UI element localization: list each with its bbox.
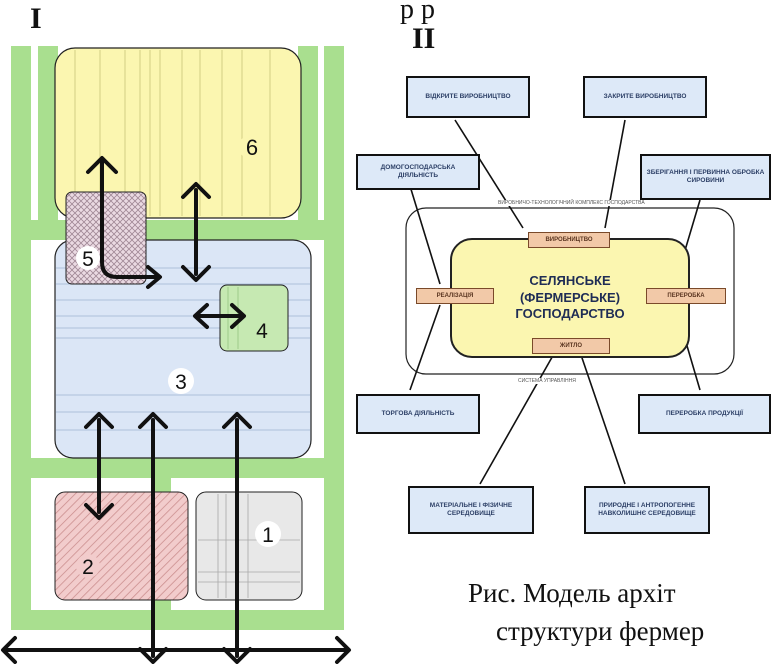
box-trade-activity: ТОРГОВА ДІЯЛЬНІСТЬ xyxy=(356,394,480,434)
farm-structure-diagram: ВІДКРИТЕ ВИРОБНИЦТВО ЗАКРИТЕ ВИРОБНИЦТВО… xyxy=(340,60,771,560)
caption-line-1: Рис. Модель архіт xyxy=(468,578,676,608)
zone-4-number: 4 xyxy=(256,320,268,343)
arrowhead-up xyxy=(86,156,118,174)
zone-6-number: 6 xyxy=(246,135,258,160)
tag-processing: ПЕРЕРОБКА xyxy=(646,288,726,304)
tag-production: ВИРОБНИЦТВО xyxy=(528,232,610,248)
arrowhead-down xyxy=(138,647,168,664)
arrowhead-right xyxy=(146,265,162,289)
arrowhead-left xyxy=(193,303,209,329)
tag-housing: ЖИТЛО xyxy=(532,338,610,354)
arrowhead-up xyxy=(84,412,114,429)
box-household-activity: ДОМОГОСПОДАРСЬКА ДІЯЛЬНІСТЬ xyxy=(356,154,480,190)
arrow-zone6-to-zone3 xyxy=(100,160,160,279)
arrowhead-left xyxy=(1,636,17,664)
cut-off-heading: р р xyxy=(400,0,435,25)
zone-4-marker: 4 xyxy=(250,318,274,343)
arrowhead-up xyxy=(181,182,211,199)
figure-caption: Рис. Модель архіт структури фермер xyxy=(468,574,771,650)
arrowhead-up xyxy=(138,412,168,429)
box-open-production: ВІДКРИТЕ ВИРОБНИЦТВО xyxy=(406,76,530,118)
ring-label-bottom: СИСТЕМА УПРАВЛІННЯ xyxy=(516,378,578,384)
outer-ring xyxy=(405,207,735,375)
arrowhead-down xyxy=(222,647,252,664)
box-storage-processing: ЗБЕРІГАННЯ І ПЕРВИННА ОБРОБКА СИРОВИНИ xyxy=(640,154,771,200)
zone-2-marker: 2 xyxy=(76,554,100,579)
zone-3-number: 3 xyxy=(175,371,187,394)
section-label-1: I xyxy=(30,2,42,35)
box-material-environment: МАТЕРІАЛЬНЕ І ФІЗИЧНЕ СЕРЕДОВИЩЕ xyxy=(408,486,534,534)
center-farm-title: СЕЛЯНСЬКЕ (ФЕРМЕРСЬКЕ) ГОСПОДАРСТВО xyxy=(515,272,625,322)
arrowhead-right xyxy=(335,636,351,664)
connector-lines xyxy=(405,119,735,485)
zone-5-number: 5 xyxy=(82,248,94,271)
box-product-processing: ПЕРЕРОБКА ПРОДУКЦІЇ xyxy=(638,394,771,434)
ring-label-top: ВИРОБНИЧО-ТЕХНОЛОГІЧНИЙ КОМПЛЕКС ГОСПОДА… xyxy=(496,200,647,206)
zone-1-number: 1 xyxy=(262,524,274,547)
zoning-plan-svg: 6 5 4 3 2 1 xyxy=(1,46,351,664)
box-natural-environment: ПРИРОДНЕ І АНТРОПОГЕННЕ НАВКОЛИШНЄ СЕРЕД… xyxy=(584,486,710,534)
zone-2-number: 2 xyxy=(82,556,94,579)
zone-2 xyxy=(54,491,189,601)
zone-5-marker: 5 xyxy=(76,246,100,271)
caption-line-2: структури фермер xyxy=(496,616,705,646)
zone-1-marker: 1 xyxy=(255,521,281,547)
zone-6-marker: 6 xyxy=(239,134,265,160)
section-label-2: II xyxy=(412,22,436,55)
flow-arrows xyxy=(1,156,351,664)
arrowhead-down xyxy=(181,265,211,282)
tag-sales: РЕАЛІЗАЦІЯ xyxy=(416,288,494,304)
zone-1 xyxy=(195,491,303,601)
arrowhead-right xyxy=(230,303,246,329)
arrowhead-down xyxy=(84,503,114,520)
zone-3-marker: 3 xyxy=(168,368,194,394)
box-closed-production: ЗАКРИТЕ ВИРОБНИЦТВО xyxy=(583,76,707,118)
arrowhead-up xyxy=(222,412,252,429)
zoning-plan: 6 5 4 3 2 1 xyxy=(0,0,360,664)
